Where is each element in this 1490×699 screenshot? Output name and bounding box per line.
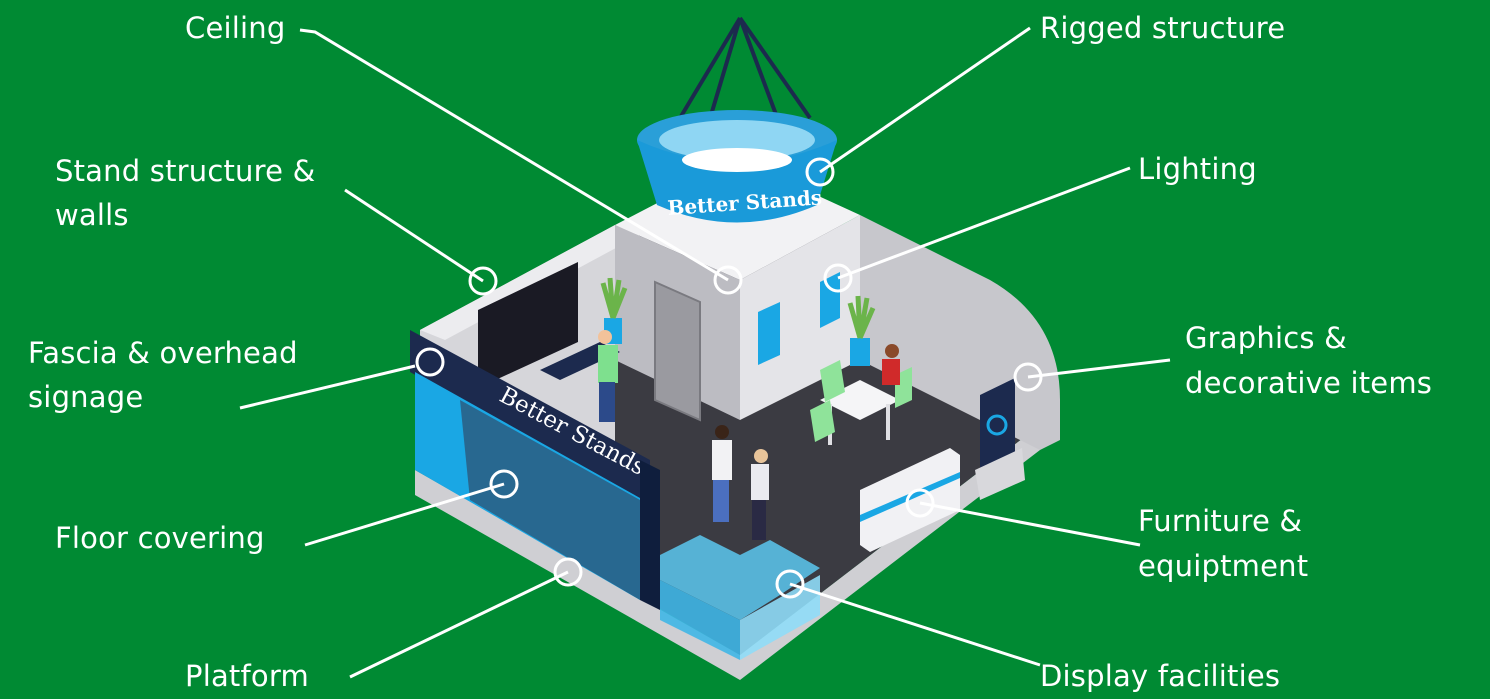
door [654,280,701,422]
label-display-facilities: Display facilities [1040,659,1281,693]
platform-base [415,425,1040,680]
label-platform: Platform [185,659,309,693]
label-stand-structure-line2: walls [55,198,129,232]
display-glass [660,535,820,620]
person-icon [882,344,900,385]
label-fascia-line1: Fascia & overhead [28,336,298,370]
graphics-totem [980,378,1015,472]
wall-graphic-1 [758,302,780,365]
label-ceiling: Ceiling [185,11,286,45]
person-icon [751,449,769,540]
label-furniture-line1: Furniture & [1138,504,1303,538]
marker-circle-icon [415,157,1043,599]
label-graphics-line2: decorative items [1185,366,1433,400]
label-stand-structure-line1: Stand structure & [55,154,316,188]
fascia-panel [410,330,650,505]
left-wall-top [420,225,640,340]
plant-icon [850,338,870,366]
label-lighting: Lighting [1138,152,1257,186]
person-icon [598,330,618,422]
person-icon [712,425,732,522]
label-furniture-line2: equiptment [1138,549,1309,583]
chair [810,400,835,442]
label-rigged-structure: Rigged structure [1040,11,1286,45]
label-graphics-line1: Graphics & [1185,321,1347,355]
wall-graphic-2 [820,272,840,328]
wall-screen [478,262,578,388]
rigging-cables [678,16,812,153]
leader-lines [239,26,1171,679]
label-fascia-line2: signage [28,380,144,414]
label-floor-covering: Floor covering [55,521,265,555]
